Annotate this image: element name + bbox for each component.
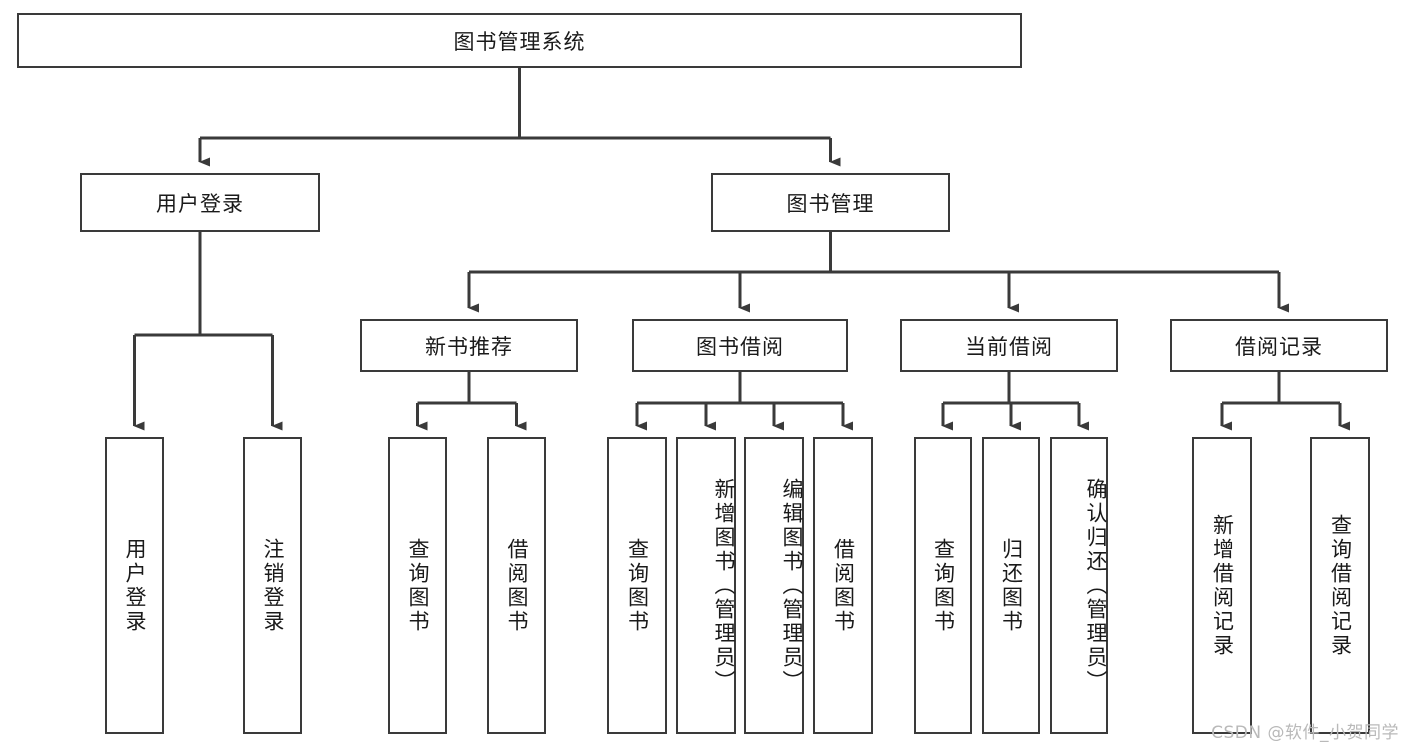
leaf-user-login-signout[interactable]: 注销登录: [243, 437, 302, 734]
node-borrow-record[interactable]: 借阅记录: [1170, 319, 1388, 372]
leaf-record-add-record[interactable]: 新增借阅记录: [1192, 437, 1252, 734]
node-book-borrow[interactable]: 图书借阅: [632, 319, 848, 372]
node-book-management[interactable]: 图书管理: [711, 173, 950, 232]
leaf-user-login-signin[interactable]: 用户登录: [105, 437, 164, 734]
leaf-record-query-record[interactable]: 查询借阅记录: [1310, 437, 1370, 734]
leaf-borrow-add-book-admin[interactable]: 新增图书（管理员）: [676, 437, 736, 734]
node-user-login[interactable]: 用户登录: [80, 173, 320, 232]
leaf-borrow-edit-book-admin[interactable]: 编辑图书（管理员）: [744, 437, 804, 734]
csdn-watermark: CSDN @软件_小贺同学: [1211, 723, 1399, 743]
leaf-new-book-borrow[interactable]: 借阅图书: [487, 437, 546, 734]
leaf-new-book-query[interactable]: 查询图书: [388, 437, 447, 734]
leaf-current-return-book[interactable]: 归还图书: [982, 437, 1040, 734]
node-current-borrow[interactable]: 当前借阅: [900, 319, 1118, 372]
leaf-current-query-book[interactable]: 查询图书: [914, 437, 972, 734]
node-new-book-recommend[interactable]: 新书推荐: [360, 319, 578, 372]
leaf-borrow-borrow-book[interactable]: 借阅图书: [813, 437, 873, 734]
node-root-library-system[interactable]: 图书管理系统: [17, 13, 1022, 68]
leaf-borrow-query-book[interactable]: 查询图书: [607, 437, 667, 734]
leaf-current-confirm-return-admin[interactable]: 确认归还（管理员）: [1050, 437, 1108, 734]
